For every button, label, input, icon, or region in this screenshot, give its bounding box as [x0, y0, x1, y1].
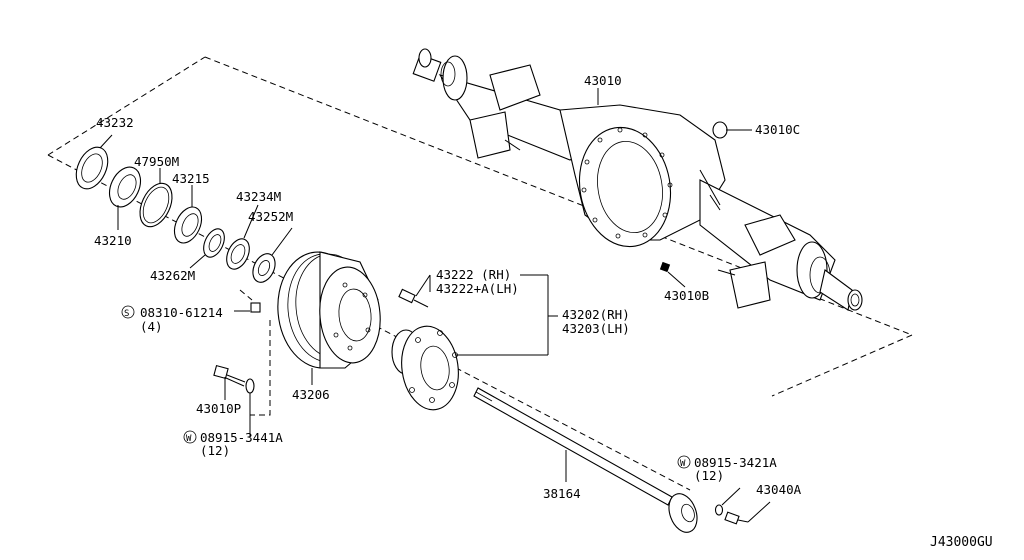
seal-43252m [252, 227, 293, 283]
label-08915-3421a-qty: (12) [694, 468, 724, 483]
label-43040a: 43040A [756, 482, 802, 497]
bolt-43010p [213, 364, 246, 400]
washer-08915-3441a [245, 378, 255, 437]
bearing-43210 [108, 166, 142, 230]
shim-43262m [189, 228, 225, 269]
washer-08915-3421a [714, 487, 741, 516]
label-38164: 38164 [543, 486, 581, 501]
brake-drum-43206 [277, 251, 381, 385]
label-08310-61214: 08310-61214 [140, 305, 223, 320]
label-43252m: 43252M [248, 209, 293, 224]
breather-43010c [712, 121, 752, 139]
label-43222-rh: 43222 (RH) [436, 267, 511, 282]
axle-shaft-38164 [473, 387, 698, 533]
label-43232: 43232 [96, 115, 134, 130]
drain-plug-43010b [659, 261, 686, 288]
oil-seal-43232 [75, 134, 113, 190]
spacer-47950m [139, 168, 173, 228]
axle-housing-43010 [412, 48, 863, 311]
bolt-43040a [724, 501, 771, 525]
label-08310-qty: (4) [140, 319, 163, 334]
svg-text:S: S [124, 309, 129, 319]
w-marker-icon-3441a: W [183, 430, 197, 444]
label-43010: 43010 [584, 73, 622, 88]
w-marker-icon-3421a: W [677, 455, 691, 469]
label-43215: 43215 [172, 171, 210, 186]
svg-text:W: W [186, 434, 192, 444]
label-43010p: 43010P [196, 401, 241, 416]
label-43010b: 43010B [664, 288, 709, 303]
s-marker-icon: S [121, 305, 135, 319]
label-43210: 43210 [94, 233, 132, 248]
label-43234m: 43234M [236, 189, 281, 204]
svg-text:W: W [680, 459, 686, 469]
label-43222a-lh: 43222+A(LH) [436, 281, 519, 296]
hub-bolt-43222 [398, 274, 431, 308]
axle-hub-43202 [391, 274, 558, 411]
label-08915-3421a: 08915-3421A [694, 455, 777, 470]
banjo-bolt-holes [581, 127, 673, 239]
label-43010c: 43010C [755, 122, 800, 137]
label-47950m: 47950M [134, 154, 179, 169]
bearing-43215 [173, 185, 203, 244]
plate-43234m [226, 204, 259, 270]
label-43202-rh: 43202(RH) [562, 307, 630, 322]
label-08915-3441a: 08915-3441A [200, 430, 283, 445]
label-43262m: 43262M [150, 268, 195, 283]
label-43203-lh: 43203(LH) [562, 321, 630, 336]
bolt-08310-61214 [234, 302, 261, 313]
diagram-code: J43000GU [930, 535, 993, 550]
label-08915-3441a-qty: (12) [200, 443, 230, 458]
label-43206: 43206 [292, 387, 330, 402]
